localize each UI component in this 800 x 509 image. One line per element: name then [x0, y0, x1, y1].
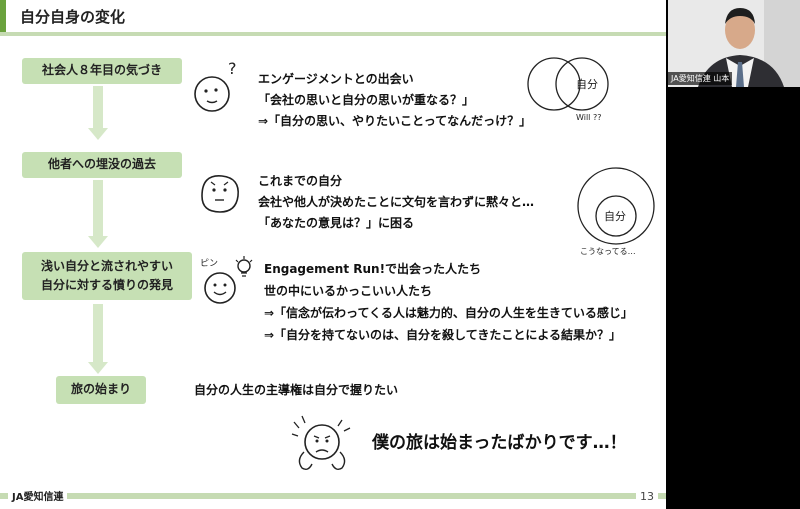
video-thumbnail[interactable]: JA愛知信連 山本 — [668, 0, 800, 87]
s3-line-4: ⇒「自分を持てないのは、自分を殺してきたことによる結果か？」 — [264, 328, 621, 342]
arrow-2-head — [88, 236, 108, 248]
footer-org: JA愛知信連 — [8, 488, 68, 503]
venn-diagram: 自分 Will ?? — [527, 57, 609, 122]
step-1-label: 社会人８年目の気づき — [41, 63, 162, 78]
footer-rule — [0, 493, 666, 499]
step-3-label-line2: 自分に対する憤りの発見 — [40, 278, 173, 292]
s3-line-2: 世の中にいるかっこいい人たち — [264, 284, 433, 298]
idea-face-icon: ピン — [200, 256, 253, 304]
venn-note: Will ?? — [576, 113, 601, 122]
s1-line-2: 「会社の思いと自分の思いが重なる？」 — [258, 93, 475, 107]
slide: 自分自身の変化 社会人８年目の気づき 他者への埋没の過去 浅い自分と流されやすい… — [0, 0, 666, 509]
s1-line-1: エンゲージメントとの出会い — [258, 72, 414, 86]
venn-label: 自分 — [576, 78, 598, 91]
svg-text:?: ? — [228, 59, 237, 78]
arrow-3 — [93, 304, 103, 362]
speaker-avatar — [668, 0, 800, 87]
s2-line-3: 「あなたの意見は？」に困る — [258, 216, 415, 230]
s3-line-3: ⇒「信念が伝わってくる人は魅力的、自分の人生を生きている感じ」 — [264, 306, 633, 320]
arrow-2 — [93, 180, 103, 236]
step-1: 社会人８年目の気づき — [22, 58, 182, 84]
step-3: 浅い自分と流されやすい 自分に対する憤りの発見 — [22, 252, 192, 300]
doodle-text: ピン — [200, 258, 218, 269]
step-4-label: 旅の始まり — [70, 382, 131, 397]
step-3-label-line1: 浅い自分と流されやすい — [40, 258, 173, 273]
nested-label: 自分 — [604, 210, 626, 223]
title-accent — [0, 0, 6, 36]
step-2: 他者への埋没の過去 — [22, 152, 182, 178]
step-4: 旅の始まり — [56, 376, 146, 404]
step-2-label: 他者への埋没の過去 — [47, 157, 156, 172]
s4-line: 自分の人生の主導権は自分で握りたい — [194, 383, 399, 397]
s3-line-1: Engagement Run!で出会った人たち — [264, 262, 482, 276]
worried-face-icon — [201, 175, 239, 213]
s2-line-1: これまでの自分 — [258, 174, 343, 188]
s2-line-2: 会社や他人が決めたことに文句を言わずに黙々と… — [258, 195, 535, 209]
arrow-1-head — [88, 128, 108, 140]
page-number: 13 — [636, 490, 658, 503]
thinking-face-icon: ? — [194, 59, 237, 112]
closing-message: 僕の旅は始まったばかりです…！ — [372, 433, 627, 453]
title-rule — [0, 32, 666, 36]
video-label: JA愛知信連 山本 — [668, 72, 733, 85]
nested-note: こうなってる… — [580, 247, 636, 256]
arrow-1 — [93, 86, 103, 128]
arrow-3-head — [88, 362, 108, 374]
nested-circle-diagram: 自分 こうなってる… — [577, 167, 655, 256]
determined-face-icon — [291, 415, 351, 471]
s1-line-3: ⇒「自分の思い、やりたいことってなんだっけ？」 — [258, 114, 532, 128]
slide-title: 自分自身の変化 — [20, 8, 126, 26]
